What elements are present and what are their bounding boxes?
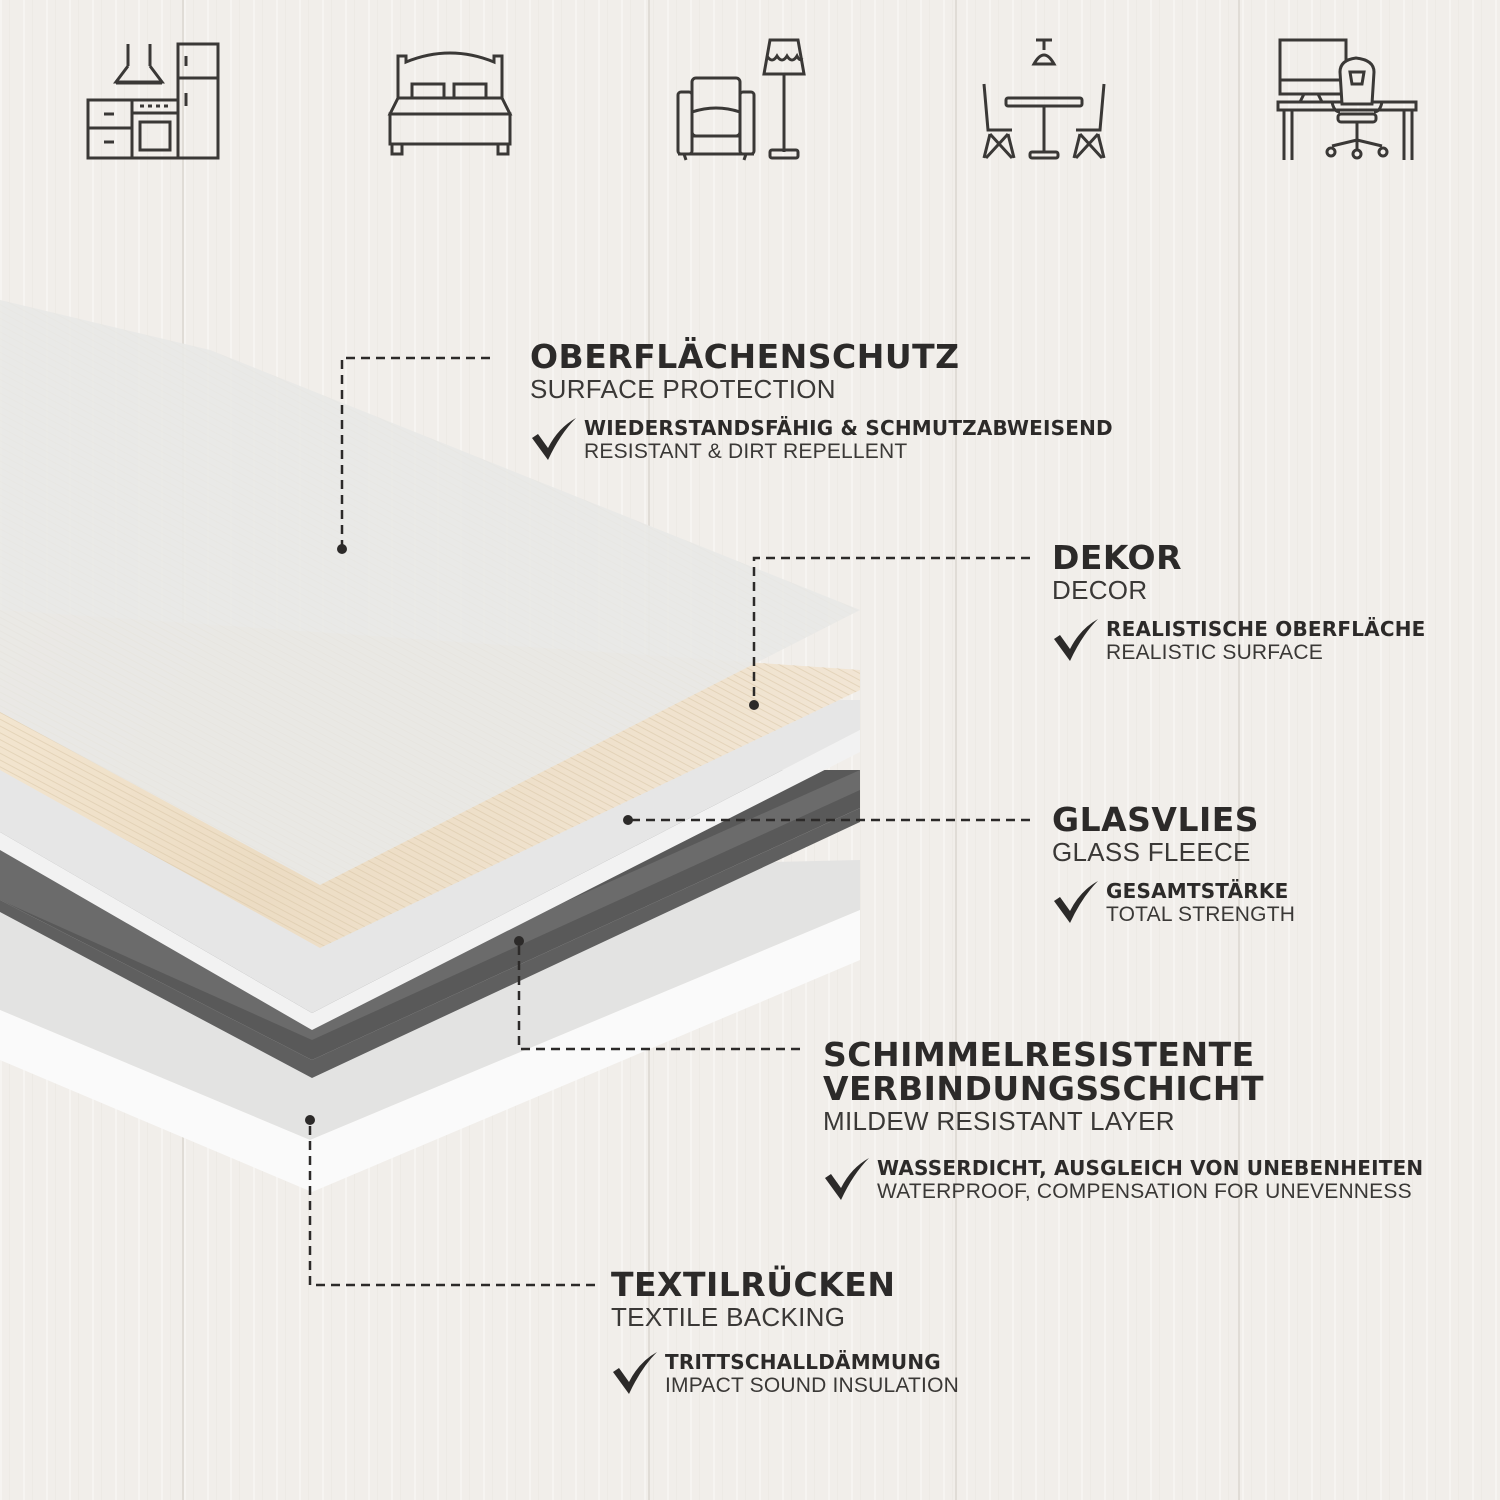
feature-title: WIEDERSTANDSFÄHIG & SCHMUTZABWEISEND [584,416,1113,440]
label-decor: DEKOR DECOR REALISTISCHE OBERFLÄCHE REAL… [1052,541,1426,665]
checkmark-icon [1054,619,1098,661]
surface-layer [0,300,860,885]
layer-subtitle: GLASS FLEECE [1052,837,1251,867]
feature: TRITTSCHALLDÄMMUNG IMPACT SOUND INSULATI… [611,1350,959,1398]
checkmark-icon [1054,881,1098,923]
feature: WASSERDICHT, AUSGLEICH VON UNEBENHEITEN … [823,1156,1423,1204]
kitchen-icon [84,38,224,162]
label-textile-backing: TEXTILRÜCKEN TEXTILE BACKING TRITTSCHALL… [611,1268,959,1398]
bed-icon [386,50,514,160]
feature: REALISTISCHE OBERFLÄCHE REALISTIC SURFAC… [1052,617,1426,665]
layer-subtitle: TEXTILE BACKING [611,1302,846,1332]
checkmark-icon [825,1158,869,1200]
feature-subtitle: WATERPROOF, COMPENSATION FOR UNEVENNESS [877,1180,1412,1203]
armchair-lamp-icon [674,36,816,162]
desk-chair-icon [1276,36,1420,162]
plank-seam [1238,0,1240,1500]
checkmark-icon [613,1352,657,1394]
feature-title: WASSERDICHT, AUSGLEICH VON UNEBENHEITEN [877,1156,1424,1180]
layer-subtitle: MILDEW RESISTANT LAYER [823,1106,1175,1136]
label-glass-fleece: GLASVLIES GLASS FLEECE GESAMTSTÄRKE TOTA… [1052,803,1295,927]
feature-subtitle: RESISTANT & DIRT REPELLENT [584,440,908,463]
feature-subtitle: IMPACT SOUND INSULATION [665,1374,959,1397]
layer-title-line2: VERBINDUNGSSCHICHT [823,1069,1264,1108]
layer-subtitle: DECOR [1052,575,1148,605]
feature-title: REALISTISCHE OBERFLÄCHE [1106,617,1426,641]
checkmark-icon [532,418,576,460]
layer-title: GLASVLIES [1052,800,1260,839]
layer-subtitle: SURFACE PROTECTION [530,374,836,404]
layer-title: TEXTILRÜCKEN [611,1265,896,1304]
dining-table-icon [978,34,1110,162]
feature-subtitle: TOTAL STRENGTH [1106,903,1296,926]
plank-seam [955,0,957,1500]
label-surface-protection: OBERFLÄCHENSCHUTZ SURFACE PROTECTION WIE… [530,340,1113,464]
layer-title-line1: SCHIMMELRESISTENTE [823,1035,1255,1074]
layer-title: DEKOR [1052,538,1182,577]
feature: GESAMTSTÄRKE TOTAL STRENGTH [1052,879,1295,927]
feature-title: TRITTSCHALLDÄMMUNG [665,1350,941,1374]
label-mildew-resistant-layer: SCHIMMELRESISTENTE VERBINDUNGSSCHICHT MI… [823,1038,1423,1204]
feature-subtitle: REALISTIC SURFACE [1106,641,1323,664]
layer-title: OBERFLÄCHENSCHUTZ [530,337,960,376]
feature-title: GESAMTSTÄRKE [1106,879,1289,903]
feature: WIEDERSTANDSFÄHIG & SCHMUTZABWEISEND RES… [530,416,1113,464]
